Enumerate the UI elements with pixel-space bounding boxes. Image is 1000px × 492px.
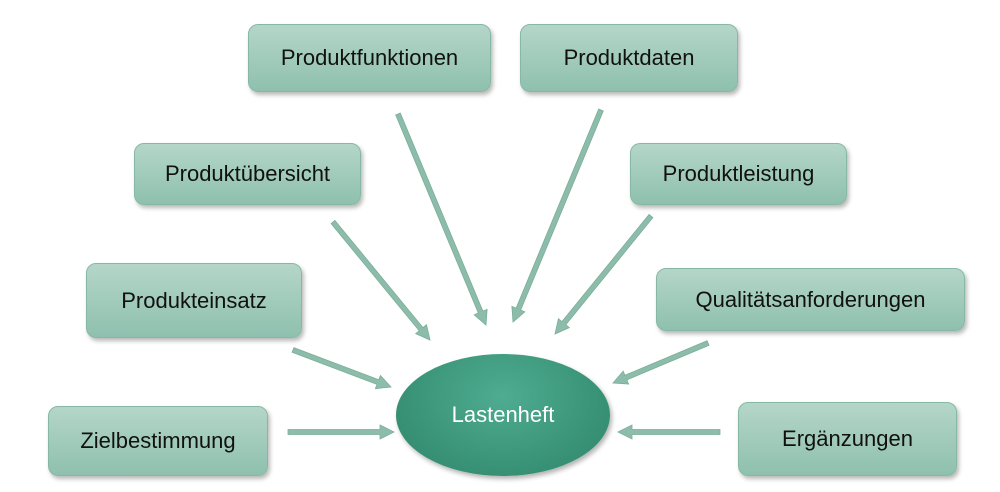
node-produktdaten: Produktdaten — [520, 24, 738, 92]
node-produktleistung: Produktleistung — [630, 143, 847, 205]
arrow-from-produktdaten — [511, 108, 604, 323]
node-produktfunktionen: Produktfunktionen — [248, 24, 491, 92]
arrow-from-zielbestimmung — [287, 424, 395, 440]
node-zielbestimmung: Zielbestimmung — [48, 406, 268, 476]
center-label: Lastenheft — [451, 402, 555, 427]
node-qualitaetsanforderungen: Qualitätsanforderungen — [656, 268, 965, 331]
arrow-from-produktleistung — [554, 213, 654, 335]
arrow-from-ergaenzungen — [617, 424, 721, 440]
node-ergaenzungen: Ergänzungen — [738, 402, 957, 476]
node-produktuebersicht: Produktübersicht — [134, 143, 361, 205]
arrow-from-qualitaet — [612, 340, 710, 385]
node-label-produktuebersicht: Produktübersicht — [164, 161, 331, 186]
node-label-ergaenzungen: Ergänzungen — [782, 426, 913, 451]
arrow-from-produktfunktionen — [395, 112, 488, 326]
node-label-zielbestimmung: Zielbestimmung — [80, 428, 236, 453]
arrow-from-produkteinsatz — [291, 347, 392, 390]
node-label-produktfunktionen: Produktfunktionen — [280, 45, 459, 70]
node-produkteinsatz: Produkteinsatz — [86, 263, 302, 338]
node-label-produkteinsatz: Produkteinsatz — [121, 287, 267, 313]
node-label-produktleistung: Produktleistung — [662, 161, 815, 186]
center-node-lastenheft: Lastenheft — [396, 354, 610, 476]
node-label-qualitaetsanforderungen: Qualitätsanforderungen — [695, 286, 926, 312]
node-label-produktdaten: Produktdaten — [563, 45, 695, 70]
arrow-from-produktuebersicht — [330, 219, 431, 341]
